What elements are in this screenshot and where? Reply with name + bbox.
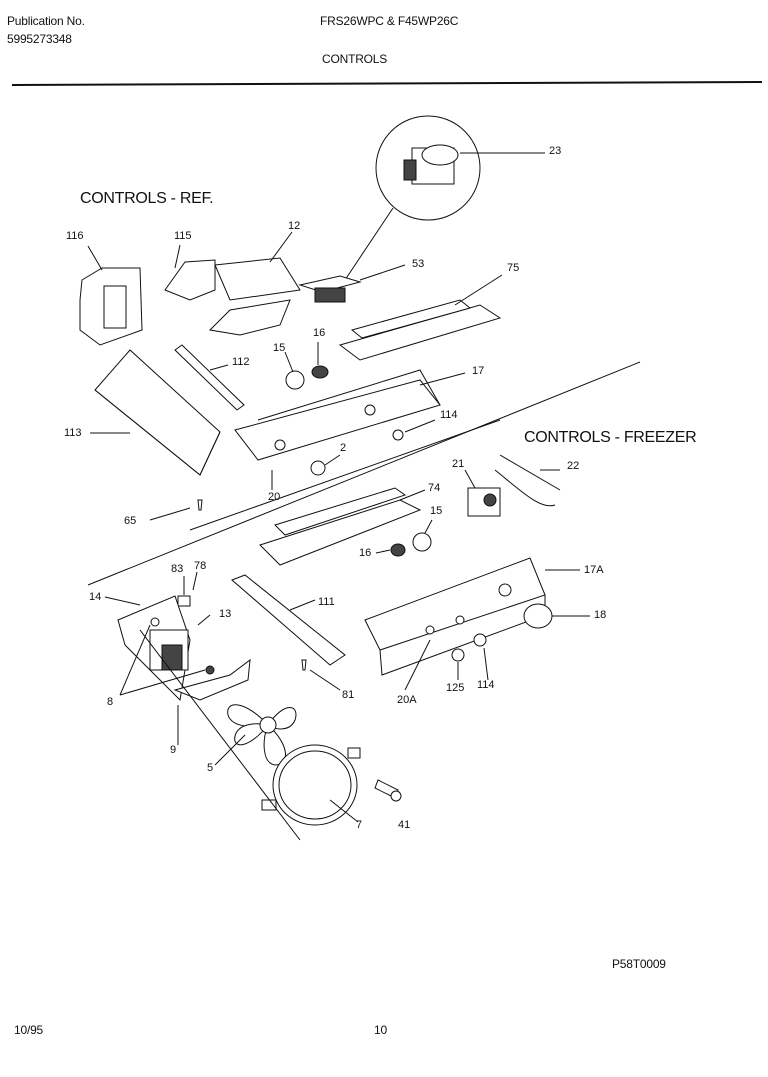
callout: 65 bbox=[124, 515, 137, 527]
callout: 9 bbox=[170, 744, 177, 756]
callout: 112 bbox=[232, 356, 250, 368]
bulbs-freezer bbox=[375, 519, 433, 557]
callout: 16 bbox=[359, 547, 372, 559]
callout: 78 bbox=[194, 560, 207, 572]
part-74-plate bbox=[259, 487, 426, 566]
diagram-code: P58T0009 bbox=[612, 957, 666, 971]
callout: 75 bbox=[507, 262, 520, 274]
callout: 17 bbox=[472, 365, 485, 377]
callout: 20A bbox=[397, 694, 417, 706]
part-5-fan-blade bbox=[214, 704, 297, 766]
callout: 16 bbox=[313, 327, 326, 339]
part-75-plate bbox=[338, 274, 503, 361]
callout: 12 bbox=[288, 220, 301, 232]
callout: 20 bbox=[268, 491, 281, 503]
publication-number: 5995273348 bbox=[7, 32, 72, 46]
model-numbers: FRS26WPC & F45WP26C bbox=[320, 14, 459, 28]
bulbs-ref bbox=[284, 342, 329, 390]
callout: 14 bbox=[89, 591, 102, 603]
callout: 114 bbox=[440, 409, 458, 421]
callout: 18 bbox=[594, 609, 607, 621]
freezer-controls-heading: CONTROLS - FREEZER bbox=[524, 429, 697, 446]
callout: 5 bbox=[207, 762, 214, 774]
defrost-timer-detail bbox=[344, 115, 545, 281]
section-title: CONTROLS bbox=[322, 52, 388, 66]
ref-controls-heading: CONTROLS - REF. bbox=[80, 190, 214, 207]
callout: 125 bbox=[446, 682, 465, 694]
callout: 13 bbox=[219, 608, 232, 620]
part-81-screw bbox=[301, 659, 341, 691]
callout: 8 bbox=[107, 696, 114, 708]
callout: 23 bbox=[549, 145, 562, 157]
callout: 83 bbox=[171, 563, 184, 575]
knobs-freezer bbox=[404, 633, 489, 691]
part-113-tray bbox=[90, 349, 221, 476]
callout: 116 bbox=[66, 230, 84, 242]
callout: 74 bbox=[428, 482, 441, 494]
section-divider-2 bbox=[189, 419, 501, 531]
part-116 bbox=[79, 245, 143, 346]
callout: 7 bbox=[356, 819, 363, 831]
part-65-screw bbox=[149, 499, 203, 521]
callout: 81 bbox=[342, 689, 355, 701]
part-17A-housing bbox=[364, 557, 580, 676]
part-112-tube bbox=[174, 344, 245, 411]
issue-date: 10/95 bbox=[14, 1023, 44, 1037]
callout: 41 bbox=[398, 819, 411, 831]
callout: 22 bbox=[567, 460, 580, 472]
callout: 115 bbox=[174, 230, 192, 242]
publication-label: Publication No. bbox=[7, 14, 85, 28]
callout: 17A bbox=[584, 564, 604, 576]
callout: 113 bbox=[64, 427, 82, 439]
section-divider bbox=[87, 361, 641, 586]
part-41-screw bbox=[374, 779, 402, 802]
callout: 2 bbox=[340, 442, 347, 454]
part-18-knob bbox=[523, 603, 590, 629]
callout: 114 bbox=[477, 679, 495, 691]
callout: 15 bbox=[430, 505, 443, 517]
callout: 111 bbox=[318, 596, 335, 608]
part-111-wire bbox=[231, 574, 346, 666]
ref-control-housing bbox=[164, 231, 406, 336]
header-rule bbox=[11, 81, 763, 86]
callout: 15 bbox=[273, 342, 286, 354]
part-7-shroud bbox=[139, 629, 361, 841]
knobs-ref bbox=[271, 419, 436, 490]
callout: 21 bbox=[452, 458, 465, 470]
part-17-housing bbox=[234, 369, 466, 461]
freezer-thermostat bbox=[464, 454, 561, 517]
callout: 53 bbox=[412, 258, 425, 270]
part-83-clip bbox=[177, 571, 198, 607]
page-number: 10 bbox=[374, 1023, 387, 1037]
